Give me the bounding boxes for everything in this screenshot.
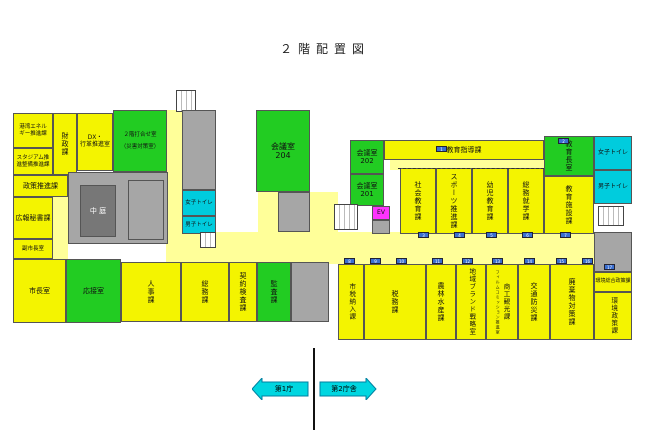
room-agri: 農林水産課 bbox=[426, 264, 456, 340]
room-guidance: 教育指導課 bbox=[384, 140, 544, 160]
arrow-left-icon[interactable] bbox=[252, 378, 310, 400]
room-badge: 7 bbox=[560, 232, 571, 238]
room-stadium: スタジアム推 進整備推進課 bbox=[13, 148, 53, 175]
room-badge: 6 bbox=[522, 232, 533, 238]
room-social-ed: 社会教育課 bbox=[400, 168, 436, 234]
stairs-east bbox=[598, 206, 624, 226]
room-council: 監査課 bbox=[257, 262, 291, 322]
stairs-west bbox=[200, 232, 216, 248]
room-edu-facility: 教育施設課 bbox=[544, 176, 594, 234]
corridor-left bbox=[166, 110, 182, 266]
room-badge: 14 bbox=[524, 258, 535, 264]
room-badge: 10 bbox=[396, 258, 407, 264]
arrow-right-icon[interactable] bbox=[318, 378, 378, 400]
room-badge: 15 bbox=[556, 258, 567, 264]
stairs-north bbox=[176, 90, 196, 112]
service-core bbox=[182, 110, 216, 190]
room-sports: スポーツ推進課 bbox=[436, 168, 472, 234]
room-badge: 17 bbox=[604, 264, 615, 270]
second-building-button[interactable]: 第2庁舎 bbox=[331, 385, 357, 393]
room-env-policy: 環境政策課 bbox=[594, 292, 632, 340]
room-edu-chief: 教育長室 bbox=[544, 136, 594, 176]
toilet-men-b: 男子トイレ bbox=[594, 170, 632, 204]
room-badge: 13 bbox=[492, 258, 503, 264]
room-mayor: 市長室 bbox=[13, 259, 66, 323]
toilet-men-a: 男子トイレ bbox=[182, 216, 216, 234]
room-personnel: 人事課 bbox=[121, 262, 181, 322]
room-finance: 財 政 課 bbox=[53, 113, 77, 175]
room-child-ed: 幼児教育課 bbox=[472, 168, 508, 234]
room-reception: 応接室 bbox=[66, 259, 121, 323]
room-hall-204: 会議室 204 bbox=[256, 110, 310, 192]
room-school-affairs: 総務就学課 bbox=[508, 168, 544, 234]
room-badge: 2 bbox=[558, 138, 569, 144]
room-waste: 廃棄物対策課 bbox=[550, 264, 594, 340]
room-badge: 4 bbox=[454, 232, 465, 238]
room-badge: 12 bbox=[462, 258, 473, 264]
room-badge: 8 bbox=[344, 258, 355, 264]
room-vice-mayor: 副市長室 bbox=[13, 239, 53, 259]
courtyard-side bbox=[128, 180, 164, 240]
room-commerce: 商工観光課フィルムコミッション推進室 bbox=[486, 264, 518, 340]
room-dx: DX・ 行革推進室 bbox=[77, 113, 113, 171]
room-hall-201: 会議室 201 bbox=[350, 174, 384, 206]
room-pr: 広報秘書課 bbox=[13, 197, 53, 239]
room-brand: 地域ブランド戦略室 bbox=[456, 264, 486, 340]
page-title: ２階配置図 bbox=[279, 42, 370, 56]
room-badge: 1 bbox=[436, 146, 447, 152]
toilet-women-b: 女子トイレ bbox=[594, 136, 632, 170]
room-energy: 港湾エネル ギー推進課 bbox=[13, 113, 53, 148]
courtyard: 中 庭 bbox=[80, 185, 116, 237]
service-ev bbox=[372, 220, 390, 234]
room-policy: 政策推進課 bbox=[13, 175, 68, 197]
room-badge: 11 bbox=[432, 258, 443, 264]
first-building-button[interactable]: 第1庁 bbox=[274, 385, 294, 393]
room-general-affairs: 総務課 bbox=[181, 262, 229, 322]
service-204 bbox=[278, 192, 310, 232]
service-south bbox=[291, 262, 329, 322]
room-badge: 5 bbox=[486, 232, 497, 238]
stairs-central bbox=[334, 204, 358, 230]
room-traffic: 交通防災課 bbox=[518, 264, 550, 340]
room-env-sub: 環境総合政策課 bbox=[594, 272, 632, 292]
corridor-upper bbox=[390, 158, 562, 170]
room-tax: 税務課 bbox=[364, 264, 426, 340]
toilet-women-a: 女子トイレ bbox=[182, 190, 216, 216]
room-tax-collect: 市税納入課 bbox=[338, 264, 364, 340]
building-divider bbox=[313, 348, 315, 430]
elevator: EV bbox=[372, 206, 390, 220]
room-badge: 3 bbox=[418, 232, 429, 238]
room-badge: 9 bbox=[370, 258, 381, 264]
room-contract: 契約検査課 bbox=[229, 262, 257, 322]
room-badge: 16 bbox=[582, 258, 593, 264]
room-hall-202: 会議室 202 bbox=[350, 140, 384, 174]
room-meeting-2f: ２階打合せ室 （災害対策室） bbox=[113, 110, 167, 172]
partition-line bbox=[398, 168, 544, 169]
